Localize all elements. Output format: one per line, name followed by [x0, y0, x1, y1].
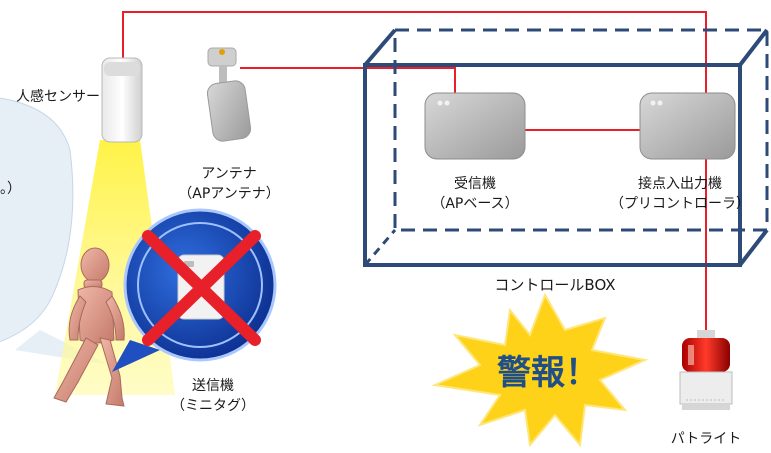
io-controller-icon	[639, 92, 736, 160]
antenna-sublabel: （APアンテナ）	[178, 186, 279, 202]
receiver-sublabel: （APベース）	[431, 196, 518, 212]
control-box	[363, 28, 769, 267]
io-controller-label: 接点入出力機	[638, 175, 722, 192]
burst-icon	[431, 292, 649, 448]
transmitter-label: 送信機	[192, 378, 234, 394]
bubble-text-fragment: 。）	[0, 181, 21, 197]
patlite-icon	[679, 330, 733, 410]
motion-sensor-label: 人感センサー	[16, 88, 100, 105]
control-box-label: コントロールBOX	[494, 276, 615, 294]
receiver-label: 受信機	[454, 176, 496, 192]
transmitter-sublabel: （ミニタグ）	[171, 398, 255, 414]
receiver-icon	[424, 92, 526, 160]
antenna-label: アンテナ	[201, 166, 256, 182]
speech-bubble	[0, 97, 74, 343]
patlite-label: パトライト	[671, 431, 741, 447]
alarm-text: 警報！	[497, 353, 599, 393]
cancel-cross	[142, 230, 261, 346]
motion-sensor-icon	[101, 57, 143, 143]
wiring	[122, 11, 707, 330]
io-controller-sublabel: （プリコントローラ）	[610, 196, 750, 212]
antenna-icon	[206, 47, 252, 142]
